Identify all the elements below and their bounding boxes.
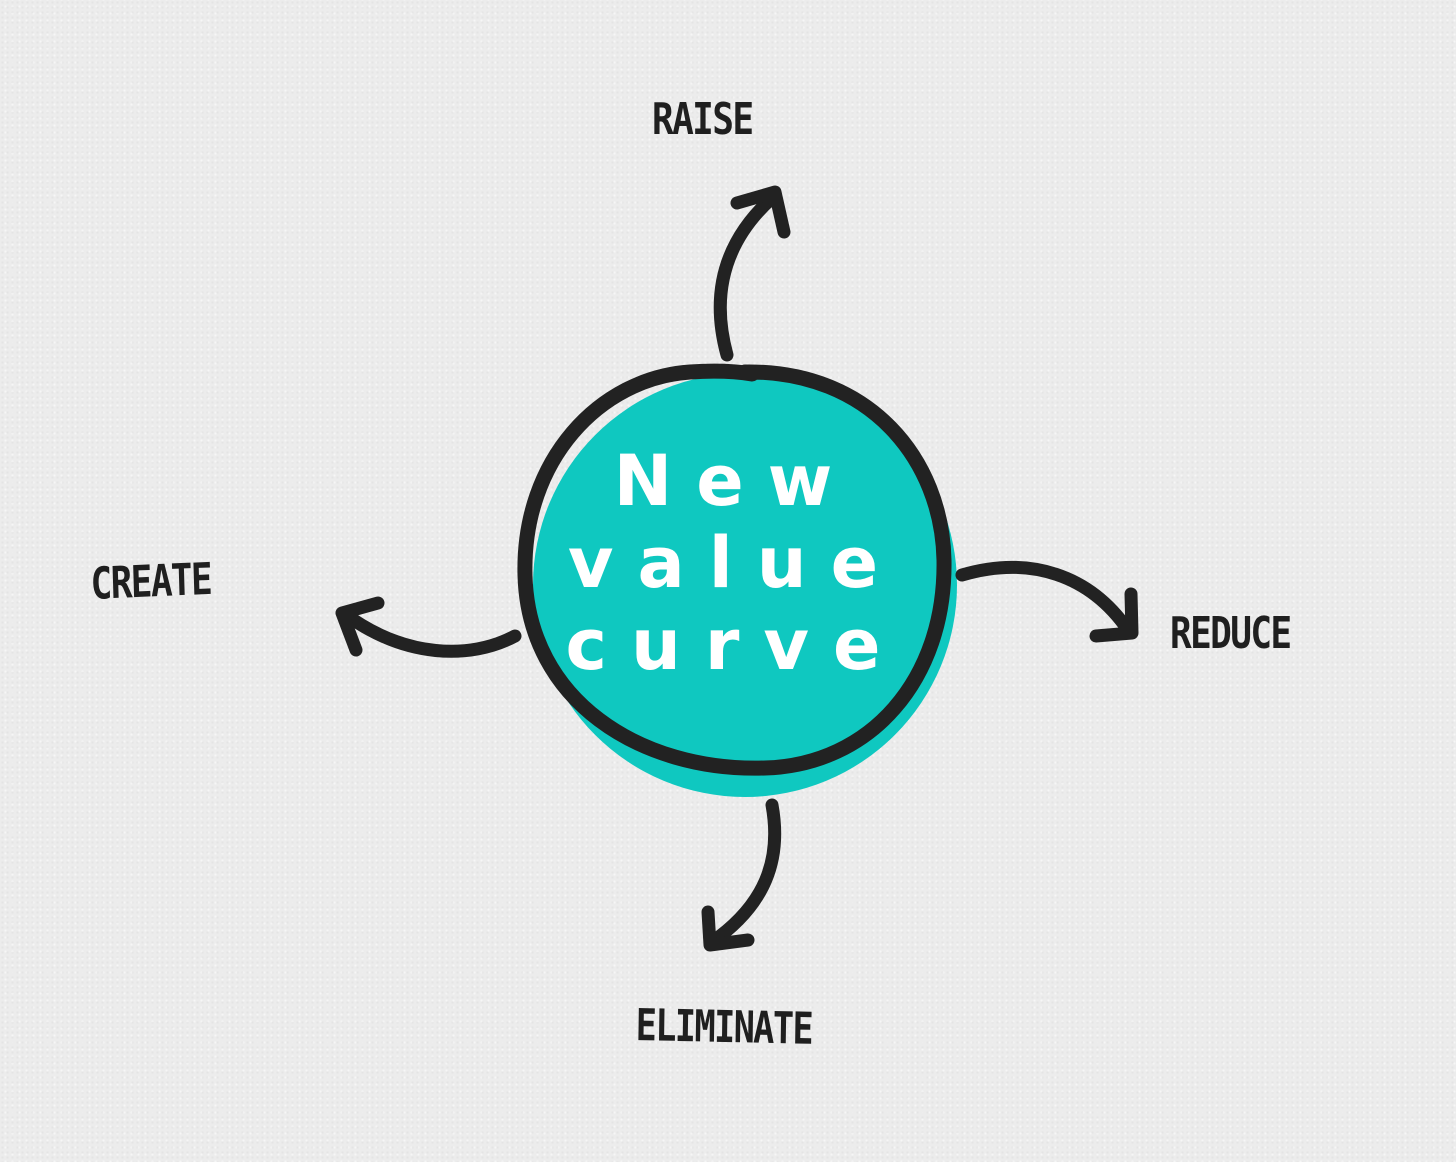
- label-raise: RAISE: [652, 94, 754, 145]
- arrow-create: [335, 596, 522, 658]
- center-title-line-1: New: [613, 440, 857, 522]
- label-create: CREATE: [89, 553, 212, 610]
- center-circle-outline: [517, 363, 952, 776]
- center-circle-fill: [533, 373, 957, 797]
- arrow-reduce: [955, 560, 1139, 643]
- label-reduce: REDUCE: [1170, 608, 1292, 659]
- center-title-line-2: value: [567, 522, 903, 604]
- arrow-raise: [713, 185, 791, 362]
- label-eliminate: ELIMINATE: [635, 1000, 813, 1055]
- arrow-eliminate: [701, 798, 782, 952]
- center-title-line-3: curve: [565, 604, 905, 686]
- center-title: New value curve: [565, 440, 905, 686]
